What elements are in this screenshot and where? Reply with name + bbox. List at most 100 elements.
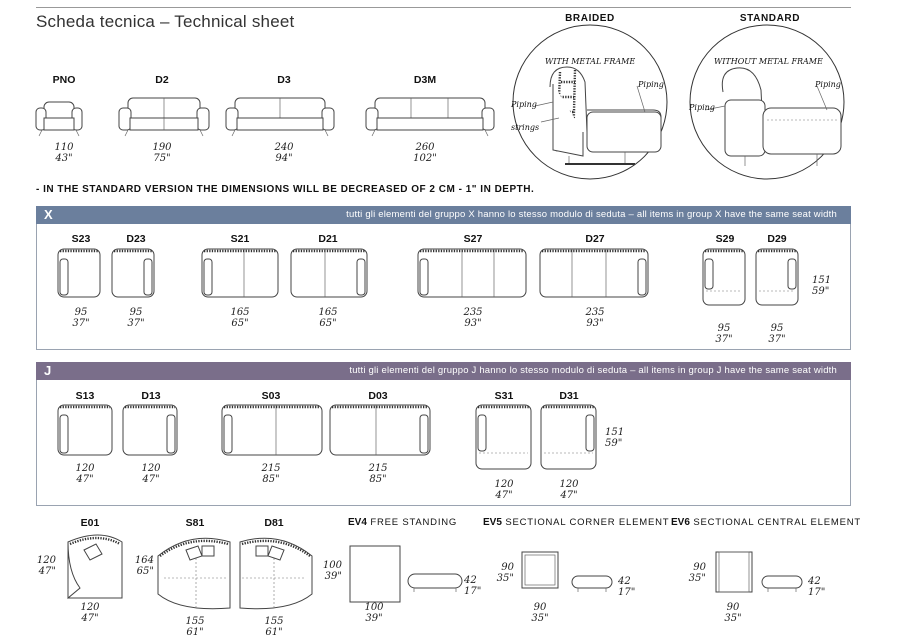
ev4-label: FREE STANDING bbox=[370, 517, 458, 528]
d03-width-in: 85" bbox=[369, 474, 387, 485]
braided-piping-label-left: Piping bbox=[511, 100, 537, 109]
code-d81: D81 bbox=[264, 517, 284, 529]
model-code-pno: PNO bbox=[52, 74, 76, 86]
group-j-depth-cm: 151 bbox=[605, 427, 625, 438]
s23-width-cm: 95 bbox=[74, 307, 88, 318]
ev5-heading: EV5 SECTIONAL CORNER ELEMENT bbox=[483, 517, 669, 528]
group-j-letter: J bbox=[44, 363, 52, 378]
code-d21: D21 bbox=[318, 233, 338, 245]
standard-version-note: - IN THE STANDARD VERSION THE DIMENSIONS… bbox=[36, 184, 535, 195]
ev6-height-cm: 42 bbox=[808, 576, 821, 587]
ev6-label: SECTIONAL CENTRAL ELEMENT bbox=[693, 517, 861, 528]
group-j-frame bbox=[36, 380, 851, 506]
d3m-width-in: 102" bbox=[413, 153, 437, 164]
code-d31: D31 bbox=[559, 390, 579, 402]
d3-drawing bbox=[225, 97, 335, 137]
code-s29: S29 bbox=[715, 233, 735, 245]
s13-width-cm: 120 bbox=[75, 463, 95, 474]
s81-drawing bbox=[157, 537, 231, 610]
e01-side-in: 47" bbox=[38, 566, 56, 577]
ev4-width-cm: 100 bbox=[364, 602, 384, 613]
group-x-letter: X bbox=[44, 207, 53, 222]
braided-strings-label: strings bbox=[511, 123, 540, 132]
code-s31: S31 bbox=[494, 390, 514, 402]
d27-width-in: 93" bbox=[586, 318, 604, 329]
d31-width-in: 47" bbox=[560, 490, 578, 501]
d81-width-in: 61" bbox=[265, 627, 283, 638]
code-d27: D27 bbox=[585, 233, 605, 245]
e01-width-cm: 120 bbox=[80, 602, 100, 613]
s13-width-in: 47" bbox=[76, 474, 94, 485]
code-s81: S81 bbox=[185, 517, 205, 529]
d13-width-cm: 120 bbox=[141, 463, 161, 474]
header-rule bbox=[36, 7, 851, 8]
standard-piping-label-left: Piping bbox=[689, 103, 715, 112]
code-d23: D23 bbox=[126, 233, 146, 245]
group-x-frame bbox=[36, 224, 851, 350]
d21-width-in: 65" bbox=[319, 318, 337, 329]
d31-width-cm: 120 bbox=[559, 479, 579, 490]
code-s23: S23 bbox=[71, 233, 91, 245]
e01-side-cm: 120 bbox=[36, 555, 56, 566]
group-j-band: J tutti gli elementi del gruppo J hanno … bbox=[36, 362, 851, 380]
pno-drawing bbox=[35, 101, 83, 137]
code-s03: S03 bbox=[261, 390, 281, 402]
ev4-height-cm: 42 bbox=[464, 575, 477, 586]
code-s27: S27 bbox=[463, 233, 483, 245]
code-d13: D13 bbox=[141, 390, 161, 402]
model-code-d3m: D3M bbox=[413, 74, 437, 86]
s31-width-cm: 120 bbox=[494, 479, 514, 490]
standard-title: STANDARD bbox=[739, 13, 801, 24]
ev4-side-in: 39" bbox=[324, 571, 342, 582]
d3m-width-cm: 260 bbox=[415, 142, 435, 153]
d2-width-in: 75" bbox=[153, 153, 171, 164]
s29-width-in: 37" bbox=[715, 334, 733, 345]
ev5-code: EV5 bbox=[483, 517, 502, 528]
standard-piping-label-right: Piping bbox=[815, 80, 841, 89]
d13-width-in: 47" bbox=[142, 474, 160, 485]
d03-width-cm: 215 bbox=[368, 463, 388, 474]
ev6-width-cm: 90 bbox=[726, 602, 740, 613]
ev5-height-in: 17" bbox=[618, 587, 636, 598]
top-models-drawings bbox=[35, 97, 495, 137]
ev4-code: EV4 bbox=[348, 517, 367, 528]
group-j-depth-in: 59" bbox=[605, 438, 623, 449]
braided-detail bbox=[512, 24, 668, 180]
code-s13: S13 bbox=[75, 390, 95, 402]
page-title: Scheda tecnica – Technical sheet bbox=[36, 12, 295, 31]
d3-width-cm: 240 bbox=[274, 142, 294, 153]
s27-width-in: 93" bbox=[464, 318, 482, 329]
s21-width-in: 65" bbox=[231, 318, 249, 329]
e01-drawing bbox=[67, 534, 123, 600]
ev5-width-in: 35" bbox=[531, 613, 549, 624]
d2-width-cm: 190 bbox=[152, 142, 172, 153]
ev6-heading: EV6 SECTIONAL CENTRAL ELEMENT bbox=[671, 517, 861, 528]
model-code-d2: D2 bbox=[155, 74, 169, 86]
s03-width-in: 85" bbox=[262, 474, 280, 485]
braided-frame-label: WITH METAL FRAME bbox=[545, 57, 636, 66]
ev5-width-cm: 90 bbox=[533, 602, 547, 613]
group-x-description: tutti gli elementi del gruppo X hanno lo… bbox=[346, 209, 837, 220]
s81-width-cm: 155 bbox=[185, 616, 205, 627]
corner-elements-drawings bbox=[67, 534, 313, 610]
ev6-side-cm: 90 bbox=[693, 562, 706, 573]
ev4-width-in: 39" bbox=[365, 613, 383, 624]
ev6-side-in: 35" bbox=[688, 573, 706, 584]
standard-frame-label: WITHOUT METAL FRAME bbox=[714, 57, 823, 66]
braided-title: BRAIDED bbox=[565, 13, 615, 24]
group-j-drawings bbox=[57, 404, 597, 470]
braided-piping-label-right: Piping bbox=[638, 80, 664, 89]
code-d03: D03 bbox=[368, 390, 388, 402]
s81-width-in: 61" bbox=[186, 627, 204, 638]
s81-side-in: 65" bbox=[136, 566, 154, 577]
pno-width-in: 43" bbox=[55, 153, 73, 164]
ottoman-drawings bbox=[349, 545, 803, 603]
s03-width-cm: 215 bbox=[261, 463, 281, 474]
d21-width-cm: 165 bbox=[318, 307, 338, 318]
ev5-side-in: 35" bbox=[496, 573, 514, 584]
s21-width-cm: 165 bbox=[230, 307, 250, 318]
d29-width-cm: 95 bbox=[770, 323, 784, 334]
code-d29: D29 bbox=[767, 233, 787, 245]
s23-width-in: 37" bbox=[72, 318, 90, 329]
ev4-heading: EV4 FREE STANDING bbox=[348, 517, 457, 528]
